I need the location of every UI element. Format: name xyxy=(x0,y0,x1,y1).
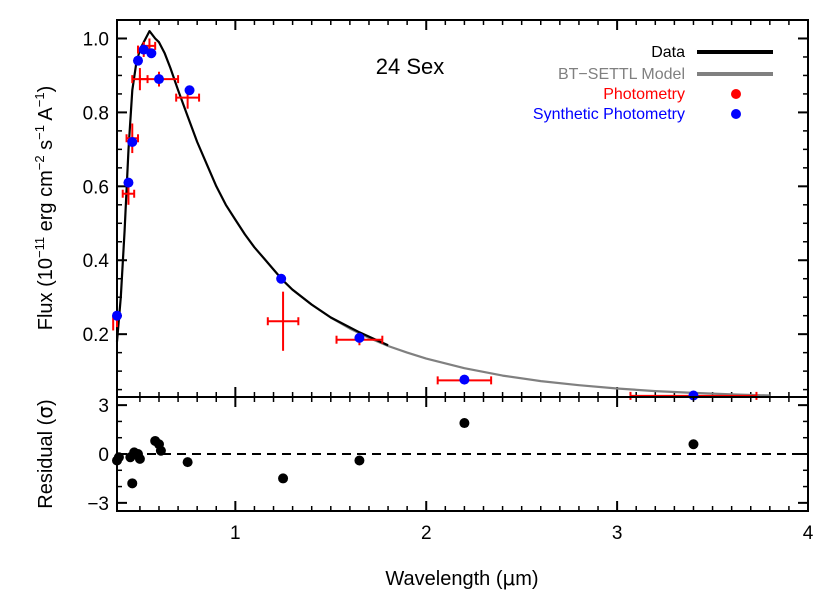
synthetic-photometry-point xyxy=(688,390,699,401)
residual-y-axis-label: Residual (σ) xyxy=(33,399,57,508)
residual-point xyxy=(155,445,166,456)
residual-point xyxy=(127,478,138,489)
residual-y-tick-label: 3 xyxy=(98,396,109,417)
residual-ticks: −3 0 3 1 2 3 4 xyxy=(87,396,813,544)
synthetic-photometry-point xyxy=(138,44,149,55)
x-tick-label: 3 xyxy=(612,523,623,544)
residual-point xyxy=(113,452,124,463)
flux-x-ticks xyxy=(139,20,790,397)
legend-label-synthetic: Synthetic Photometry xyxy=(533,106,685,123)
residual-y-tick-label: 0 xyxy=(98,445,109,466)
flux-y-axis-label: Flux (10−11 erg cm−2 s−1 A−1) xyxy=(32,86,57,331)
flux-ylabel-e: s xyxy=(35,140,57,156)
flux-ylabel-a: Flux (10 xyxy=(35,258,57,330)
residual-point xyxy=(182,457,193,468)
residual-ylabel-c: ) xyxy=(35,399,57,406)
synthetic-photometry-point xyxy=(184,85,195,96)
synthetic-photometry-point xyxy=(146,48,157,59)
x-tick-label: 2 xyxy=(421,523,432,544)
flux-y-tick-label: 0.2 xyxy=(83,325,109,346)
residual-y-tick-label: −3 xyxy=(87,494,109,515)
flux-ylabel-h: −1 xyxy=(32,92,47,107)
x-tick-label: 4 xyxy=(803,523,814,544)
legend-label-model: BT−SETTL Model xyxy=(558,66,685,83)
flux-y-tick-label: 0.4 xyxy=(83,251,110,272)
synthetic-photometry-point xyxy=(459,374,470,385)
residual-points xyxy=(112,418,699,489)
chart-title: 24 Sex xyxy=(376,54,445,79)
flux-y-tick-label: 1.0 xyxy=(83,29,109,50)
flux-panel-frame xyxy=(116,19,809,398)
flux-y-tick-label: 0.6 xyxy=(83,177,109,198)
residual-point xyxy=(354,455,365,466)
x-tick-label: 1 xyxy=(230,523,241,544)
residual-point xyxy=(278,473,289,484)
residual-panel: −3 0 3 1 2 3 4 Residual (σ) Wavelength (μm) xyxy=(33,396,814,590)
residual-point xyxy=(688,439,699,450)
legend-swatch-photometry xyxy=(731,89,741,99)
flux-ylabel-d: −2 xyxy=(32,155,47,170)
flux-ylabel-f: −1 xyxy=(32,125,47,140)
synthetic-photometry-points xyxy=(112,44,699,401)
flux-ylabel-b: −11 xyxy=(32,237,47,258)
residual-ylabel-a: Residual ( xyxy=(35,418,57,508)
flux-panel: 0.2 0.4 0.6 0.8 1.0 24 Sex Data BT−SETTL Mod… xyxy=(32,19,809,401)
x-axis-label: Wavelength (μm) xyxy=(385,566,538,590)
xlabel-a: Wavelength ( xyxy=(385,568,502,590)
synthetic-photometry-point xyxy=(127,136,138,147)
flux-ylabel-g: A xyxy=(35,107,57,125)
synthetic-photometry-point xyxy=(276,273,287,284)
legend-label-data: Data xyxy=(651,44,685,61)
synthetic-photometry-point xyxy=(153,74,164,85)
flux-ylabel-c: erg cm xyxy=(35,170,57,237)
legend-label-photometry: Photometry xyxy=(603,86,685,103)
synthetic-photometry-point xyxy=(112,310,122,321)
model-spectrum-line xyxy=(291,288,770,397)
synthetic-photometry-point xyxy=(123,177,134,188)
xlabel-b: μ xyxy=(503,566,516,590)
legend-swatch-synthetic xyxy=(731,109,741,119)
synthetic-photometry-point xyxy=(132,55,143,66)
flux-y-ticks: 0.2 0.4 0.6 0.8 1.0 xyxy=(83,29,808,391)
xlabel-c: m) xyxy=(515,568,538,590)
synthetic-photometry-point xyxy=(354,332,365,343)
residual-point xyxy=(459,418,470,429)
legend: Data BT−SETTL Model Photometry Synthetic… xyxy=(533,44,773,123)
residual-point xyxy=(134,453,145,464)
residual-ylabel-b: σ xyxy=(33,406,57,419)
flux-y-tick-label: 0.8 xyxy=(83,103,109,124)
flux-ylabel-i: ) xyxy=(35,86,57,93)
